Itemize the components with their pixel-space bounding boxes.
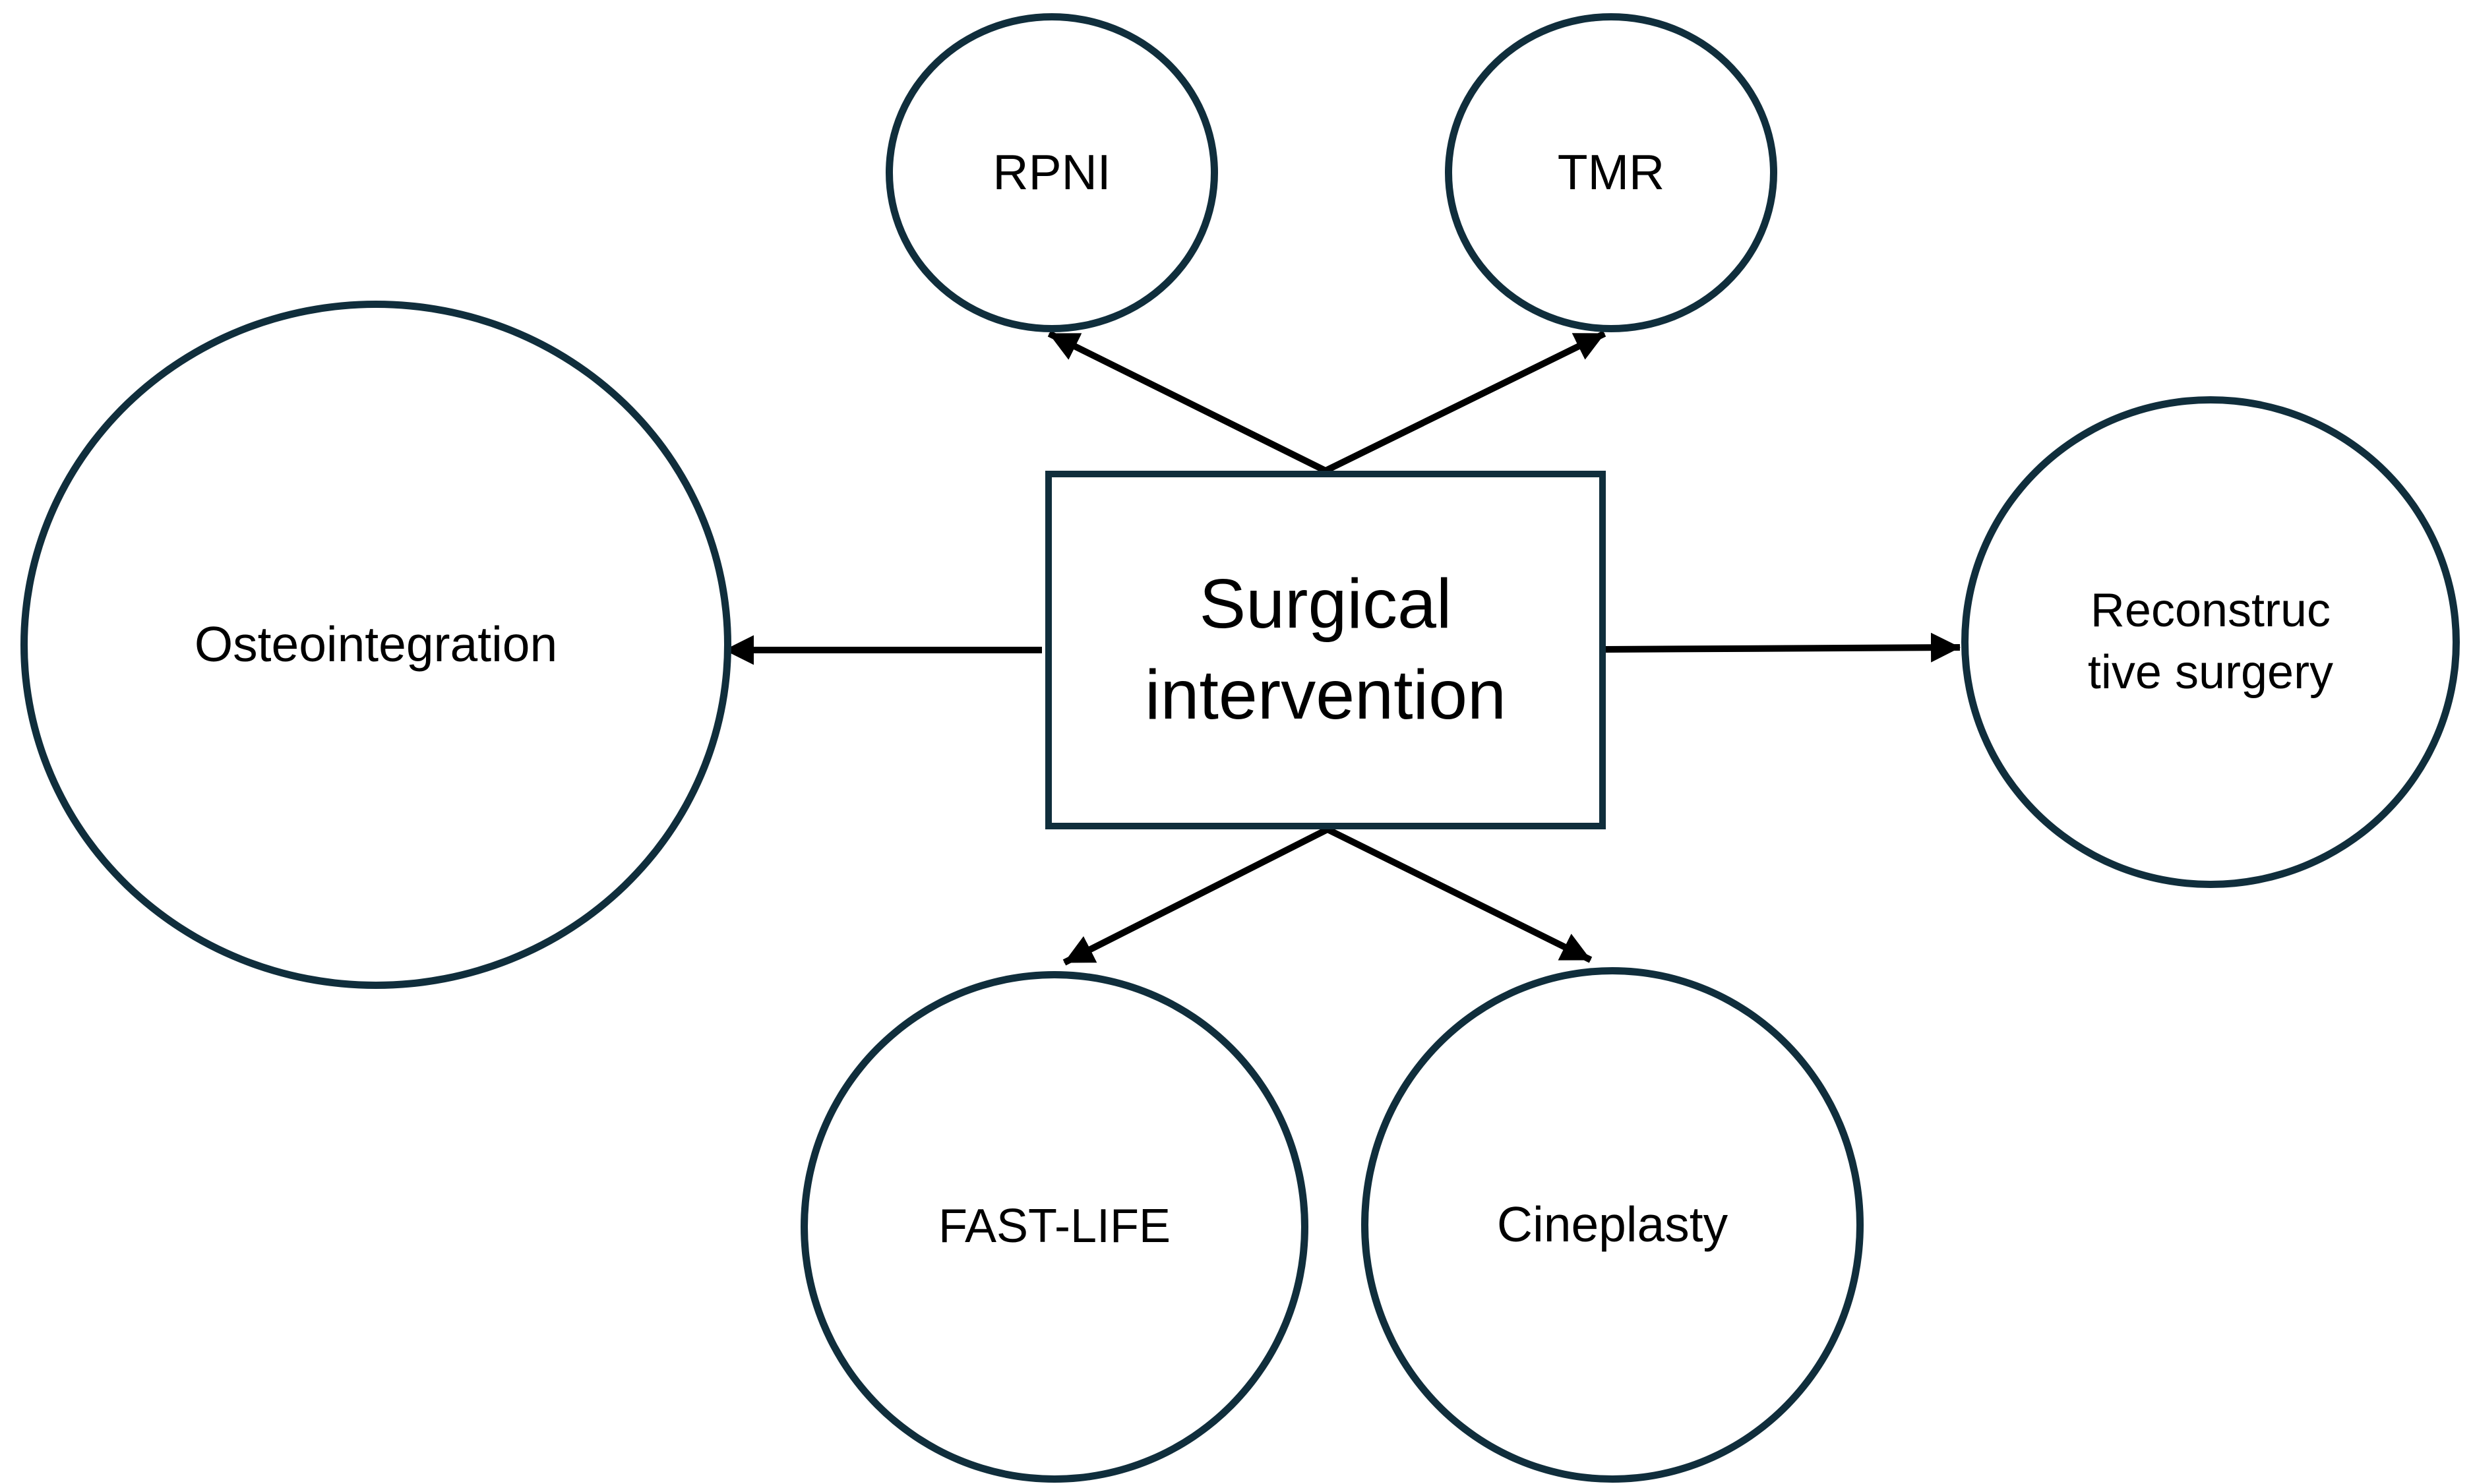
node-fast-life-label: FAST-LIFE xyxy=(938,1200,1171,1253)
node-surgical-intervention-label: Surgical intervention xyxy=(1144,565,1506,734)
node-osteointegration: Osteointegration xyxy=(20,301,731,989)
node-reconstructive-surgery: Reconstruc tive surgery xyxy=(1961,396,2460,888)
node-cineplasty: Cineplasty xyxy=(1361,967,1864,1483)
node-osteointegration-label: Osteointegration xyxy=(194,616,558,672)
arrow-to-rpni xyxy=(1047,330,1328,474)
node-surgical-intervention: Surgical intervention xyxy=(1045,471,1606,829)
node-cineplasty-label: Cineplasty xyxy=(1496,1197,1728,1253)
node-tmr: TMR xyxy=(1445,13,1777,332)
node-tmr-label: TMR xyxy=(1557,144,1665,200)
arrow-to-cineplasty xyxy=(1326,826,1593,963)
node-rpni-label: RPNI xyxy=(992,144,1111,200)
node-rpni: RPNI xyxy=(886,13,1218,332)
arrow-to-fast-life xyxy=(1062,826,1329,966)
arrow-to-tmr xyxy=(1324,330,1606,474)
node-fast-life: FAST-LIFE xyxy=(801,971,1308,1483)
arrow-to-reconstructive-surgery xyxy=(1605,632,1961,663)
node-reconstructive-surgery-label: Reconstruc tive surgery xyxy=(2087,584,2334,699)
